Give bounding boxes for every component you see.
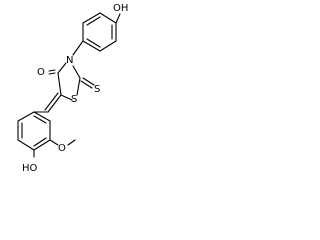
bond <box>17 111 35 122</box>
bond <box>48 69 56 72</box>
bond <box>48 72 56 75</box>
bond <box>60 94 73 101</box>
ring-nitrogen-label: N <box>66 55 73 66</box>
bond <box>86 38 101 48</box>
bond <box>99 12 117 24</box>
atom-labels: OH O N S S O HO <box>22 3 128 174</box>
thione-sulfur-label: S <box>94 84 100 95</box>
bond <box>86 16 101 26</box>
bond <box>57 62 67 74</box>
bond <box>57 72 62 96</box>
upper-phenol-ring <box>82 12 121 52</box>
bond <box>49 139 59 146</box>
chemical-structure-diagram: OH O N S S O HO <box>17 3 128 174</box>
hydroxyl-top-label: OH <box>113 3 128 14</box>
bond <box>72 65 81 79</box>
exocyclic-double-bond <box>33 92 62 113</box>
bond <box>17 139 35 151</box>
bond <box>33 115 47 124</box>
hydroxyl-bottom-label: HO <box>22 163 38 174</box>
bond <box>33 111 51 122</box>
bond <box>72 40 84 56</box>
bond <box>33 139 51 151</box>
bond <box>115 13 121 24</box>
bond <box>44 92 59 111</box>
bond <box>33 137 47 147</box>
carbonyl-oxygen-label: O <box>37 67 45 78</box>
bond <box>82 40 101 52</box>
bond <box>67 139 76 146</box>
bond <box>99 40 117 52</box>
bond <box>82 77 95 86</box>
methoxy-oxygen-label: O <box>58 143 66 154</box>
lower-vanillin-ring <box>17 111 76 158</box>
bond <box>47 94 62 113</box>
bond <box>76 77 81 96</box>
bond <box>80 80 93 89</box>
bond <box>82 12 101 24</box>
ring-sulfur-label: S <box>71 94 77 105</box>
thiazolidinone-ring <box>48 40 95 101</box>
